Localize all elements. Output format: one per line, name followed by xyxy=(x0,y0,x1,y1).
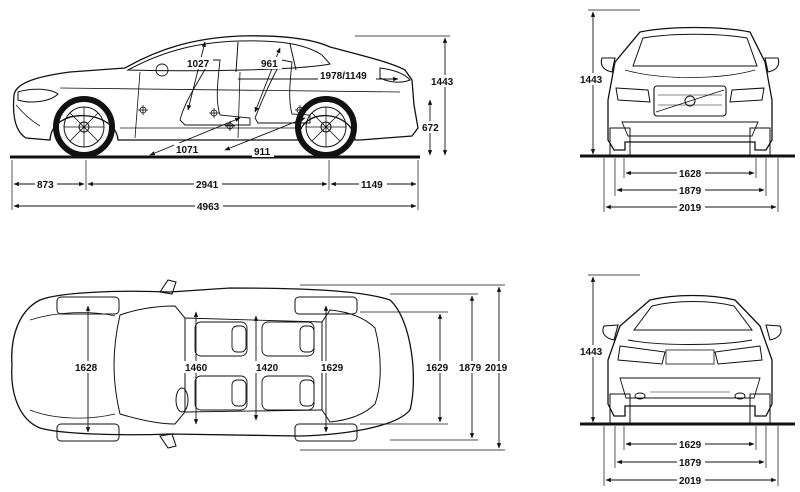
rear-track-label: 1629 xyxy=(679,440,702,451)
top-mirror-width-label: 2019 xyxy=(485,363,508,374)
top-body-width-label: 1879 xyxy=(459,363,482,374)
front-view xyxy=(580,9,795,212)
legroom-front-label: 1071 xyxy=(176,145,199,156)
front-dimension-labels: 1443 1628 1879 2019 xyxy=(579,73,705,214)
rear-mirror-width-label: 2019 xyxy=(679,476,702,487)
side-height-label: 1443 xyxy=(431,77,454,88)
top-rear-track-label: 1629 xyxy=(426,363,449,374)
rear-track-inner-label: 1629 xyxy=(321,363,344,374)
rear-overhang-label: 1149 xyxy=(361,180,383,191)
legroom-rear-label: 911 xyxy=(254,147,271,158)
ground-clearance-label: 672 xyxy=(422,123,439,134)
rear-body-outline xyxy=(607,294,773,417)
side-dimension-labels: 1027 961 1978/1149 1443 672 1071 911 873… xyxy=(35,57,458,213)
rear-shoulder-label: 1420 xyxy=(256,363,279,374)
front-shoulder-label: 1460 xyxy=(185,363,208,374)
front-wheel-side xyxy=(53,96,115,158)
headroom-rear-label: 961 xyxy=(261,59,278,70)
seat-height-label: 1978/1149 xyxy=(320,71,367,82)
headroom-front-label: 1027 xyxy=(187,59,210,70)
rear-height-label: 1443 xyxy=(580,347,603,358)
front-track-label: 1628 xyxy=(679,169,702,180)
wheelbase-label: 2941 xyxy=(196,180,219,191)
front-body-outline xyxy=(607,26,773,151)
front-height-label: 1443 xyxy=(580,75,603,86)
front-body-width-label: 1879 xyxy=(679,186,702,197)
side-windows xyxy=(126,40,331,72)
rear-body-width-label: 1879 xyxy=(679,458,702,469)
rear-view xyxy=(580,274,795,486)
overall-length-label: 4963 xyxy=(197,202,220,213)
top-body-outline xyxy=(11,287,414,437)
rear-dimension-labels: 1443 1629 1879 2019 xyxy=(579,345,705,487)
front-mirror-width-label: 2019 xyxy=(679,203,702,214)
rear-wheel-side xyxy=(295,96,357,158)
top-front-track-label: 1628 xyxy=(75,363,98,374)
top-dimension-labels: 1628 1460 1420 1629 1629 1879 2019 xyxy=(73,361,512,374)
front-overhang-label: 873 xyxy=(37,180,54,191)
